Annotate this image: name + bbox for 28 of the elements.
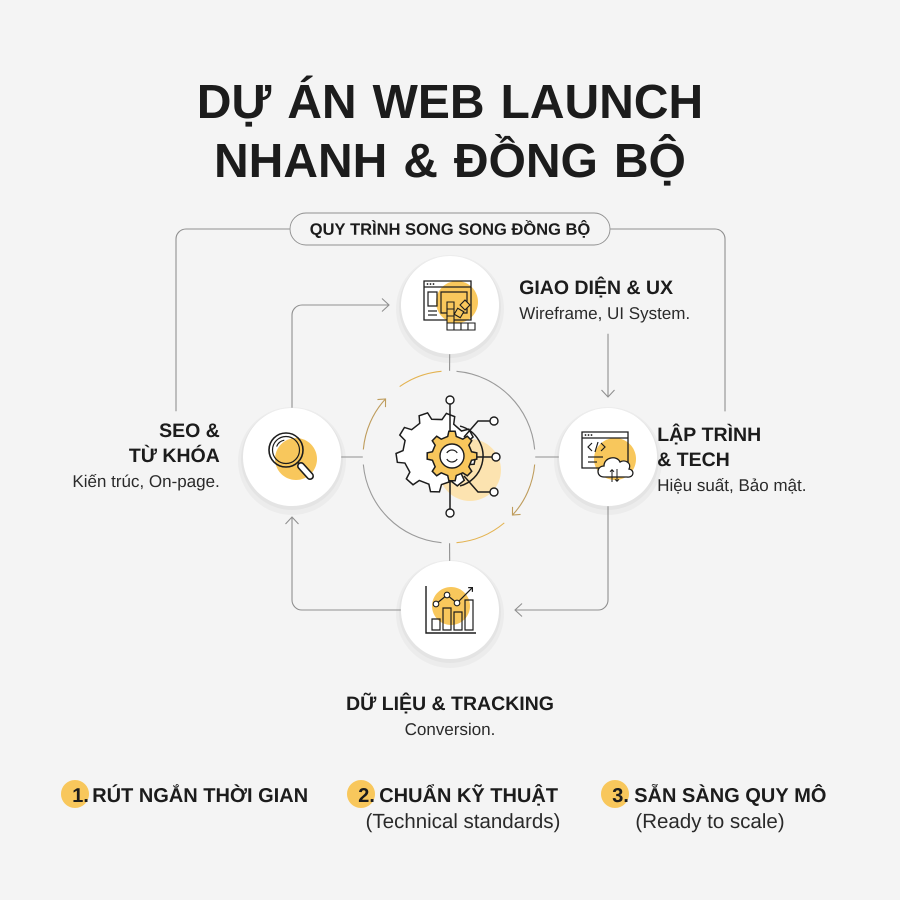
step-description: Conversion.: [406, 722, 494, 736]
connector-line: [610, 228, 726, 412]
arrow: [291, 298, 390, 408]
number-badge: 2.: [347, 780, 375, 808]
benefit-heading: CHUẨN KỸ THUẬT: [380, 784, 558, 806]
number-badge: 3.: [601, 780, 629, 808]
connector-line: [535, 456, 559, 458]
connector-line: [175, 228, 290, 412]
arrow: [514, 506, 609, 617]
benefit-note: (Ready to scale): [636, 813, 784, 832]
step-heading: GIAO DIỆN & UX: [520, 276, 673, 298]
arrow: [601, 334, 615, 398]
step-heading: SEO & TỪ KHÓA: [129, 423, 220, 462]
benefit-heading: SẴN SÀNG QUY MÔ: [634, 784, 826, 806]
step-description: Hiệu suất, Bảo mật.: [658, 478, 805, 494]
connector-line: [449, 543, 450, 561]
step-heading: DỮ LIỆU & TRACKING: [347, 692, 553, 714]
number-badge: 1.: [61, 780, 89, 808]
benefit-heading: RÚT NGẮN THỜI GIAN: [94, 784, 307, 802]
benefit-note: (Technical standards): [366, 813, 560, 832]
title: DỰ ÁN WEB LAUNCH NHANH & ĐỒNG BỘ: [200, 75, 700, 186]
header-pill: QUY TRÌNH SONG SONG ĐỒNG BỘ: [290, 212, 610, 246]
step-description: Kiến trúc, On-page.: [74, 474, 218, 491]
arrow: [285, 516, 401, 611]
step-description: Wireframe, UI System.: [519, 306, 689, 323]
step-heading: LẬP TRÌNH & TECH: [658, 424, 760, 466]
connector-line: [449, 354, 450, 371]
connector-line: [341, 456, 363, 458]
